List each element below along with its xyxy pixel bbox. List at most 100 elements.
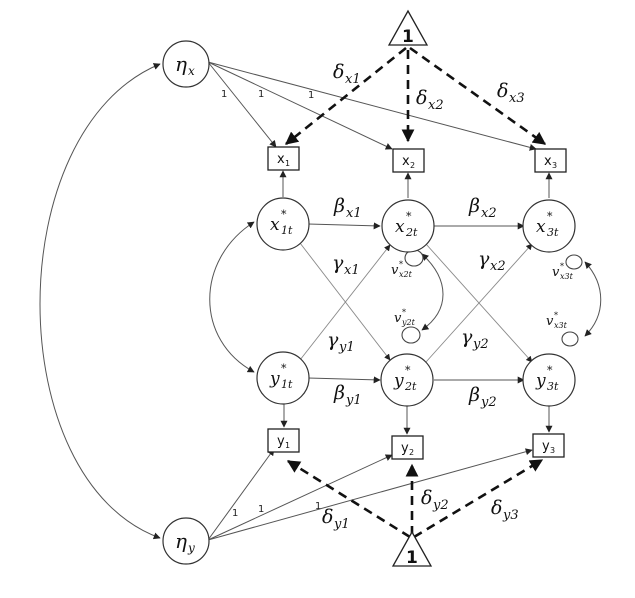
observed-y2: y 2 [391, 435, 424, 460]
latent-y1t-sup: * [281, 362, 287, 375]
beta-x2-sym: β [468, 195, 480, 217]
residual-x3t-bottom-sub: x3t [554, 321, 568, 330]
loading-eta-x-x1 [207, 61, 277, 148]
delta-y1-sym: δ [322, 506, 333, 528]
latent-y2t: y * 2t [380, 353, 434, 407]
loading-eta-y-y1 [207, 448, 275, 541]
observed-x3-label: x [544, 154, 552, 169]
eta-x-subscript: x [188, 64, 195, 78]
latent-y1t-sub: 1t [281, 378, 293, 391]
delta-x3-label: δ x3 [497, 80, 525, 106]
delta-x1-label: δ x1 [333, 61, 361, 87]
residual-x2t-sub: x2t [399, 270, 413, 279]
gamma-x1-sym: γ [332, 252, 344, 274]
latent-y3t: y * 3t [522, 353, 576, 407]
delta-x2-sub: x2 [428, 98, 444, 113]
cl-x1t-y2t [299, 242, 391, 361]
gamma-x2-sym: γ [478, 248, 490, 270]
eta-y-subscript: y [187, 541, 195, 555]
residual-y2t-sub: y2t [401, 318, 416, 327]
observed-x1: x 1 [267, 146, 300, 171]
gamma-x2-sub: x2 [490, 259, 506, 274]
beta-y1-sub: y1 [345, 393, 362, 408]
latent-y3t-sub: 3t [547, 380, 559, 393]
residual-x3t-top-sup: * [560, 262, 564, 271]
residual-x2t-sup: * [399, 260, 403, 269]
loading-label-x1: 1 [221, 89, 227, 100]
delta-x1-sub: x1 [345, 72, 361, 87]
residual-label-x2t: v * x2t [391, 260, 413, 279]
beta-x2-sub: x2 [481, 206, 497, 221]
residual-y2t-sup: * [402, 308, 406, 317]
observed-x3: x 3 [534, 148, 567, 173]
covariance-x1t-y1t [209, 221, 255, 373]
eta-x-symbol: η [175, 52, 187, 76]
loading-eta-y-y3 [207, 448, 533, 541]
gamma-y2-label: γ y2 [461, 326, 489, 352]
delta-y3-sub: y3 [502, 508, 519, 523]
loading-eta-x-x2 [207, 61, 393, 150]
residual-x2t-sym: v [391, 263, 399, 278]
residual-x3t-top-sub: x3t [560, 272, 574, 281]
loading-label-x3: 1 [308, 90, 314, 101]
node-eta-y: η y [162, 517, 210, 565]
residual-x3t-top-sym: v [552, 265, 560, 280]
residual-circle-y3t [561, 331, 579, 347]
intercept-arrow-x1 [284, 46, 407, 146]
gamma-y2-sub: y2 [472, 337, 489, 352]
intercept-arrow-y1 [286, 459, 411, 539]
delta-x2-sym: δ [416, 87, 427, 109]
beta-x2-label: β x2 [468, 195, 497, 221]
residual-label-x3t-top: v * x3t [552, 262, 574, 281]
loading-label-y3: 1 [315, 501, 321, 512]
beta-x1-label: β x1 [333, 195, 362, 221]
observed-y3: y 3 [532, 433, 565, 458]
covariance-x2t-y2t-residuals [421, 253, 444, 331]
beta-x1-sub: x1 [346, 206, 362, 221]
delta-y3-label: δ y3 [491, 497, 519, 523]
delta-x3-sub: x3 [509, 91, 525, 106]
latent-x3t-base: x [536, 217, 546, 237]
beta-y2-label: β y2 [468, 384, 497, 410]
ar-x1t-x2t [307, 222, 381, 230]
observed-x3-sub: 3 [552, 161, 557, 170]
ar-y1t-y2t [307, 376, 381, 384]
latent-x3t-sup: * [547, 210, 553, 223]
observed-y1: y 1 [267, 428, 300, 453]
observed-y2-sub: 2 [409, 448, 414, 457]
gamma-y1-sub: y1 [338, 340, 355, 355]
intercept-arrow-y3 [413, 458, 544, 539]
beta-x1-sym: β [333, 195, 345, 217]
observed-x1-label: x [277, 152, 285, 167]
latent-x3t-sub: 3t [547, 226, 559, 239]
residual-x3t-bottom-sup: * [554, 311, 558, 320]
beta-y1-sym: β [333, 382, 345, 404]
delta-x2-label: δ x2 [416, 87, 444, 113]
intercept-arrow-x3 [409, 46, 547, 146]
gamma-x2-label: γ x2 [478, 248, 506, 274]
latent-y2t-base: y [393, 371, 404, 391]
delta-x1-sym: δ [333, 61, 344, 83]
covariance-x3t-y3t-residuals [584, 261, 602, 337]
delta-y2-sym: δ [421, 487, 432, 509]
cl-y2t-x3t [425, 243, 533, 363]
node-eta-x: η x [162, 40, 210, 88]
beta-y2-sub: y2 [480, 395, 497, 410]
loading-eta-x-x3 [207, 61, 537, 151]
beta-y2-sym: β [468, 384, 480, 406]
delta-y3-sym: δ [491, 497, 502, 519]
latent-y2t-sup: * [405, 364, 411, 377]
latent-x2t-base: x [395, 217, 405, 237]
gamma-x1-sub: x1 [344, 263, 360, 278]
residual-y2t-sym: v [394, 311, 402, 326]
residual-label-x3t-bottom: v * x3t [546, 311, 568, 330]
observed-x2: x 2 [392, 148, 425, 173]
observed-x1-sub: 1 [285, 159, 290, 168]
constant-bottom-label: 1 [406, 548, 418, 568]
eta-y-symbol: η [175, 529, 187, 553]
observed-y2-label: y [401, 441, 409, 456]
gamma-y1-sym: γ [327, 329, 339, 351]
cl-y1t-x2t [299, 244, 391, 361]
